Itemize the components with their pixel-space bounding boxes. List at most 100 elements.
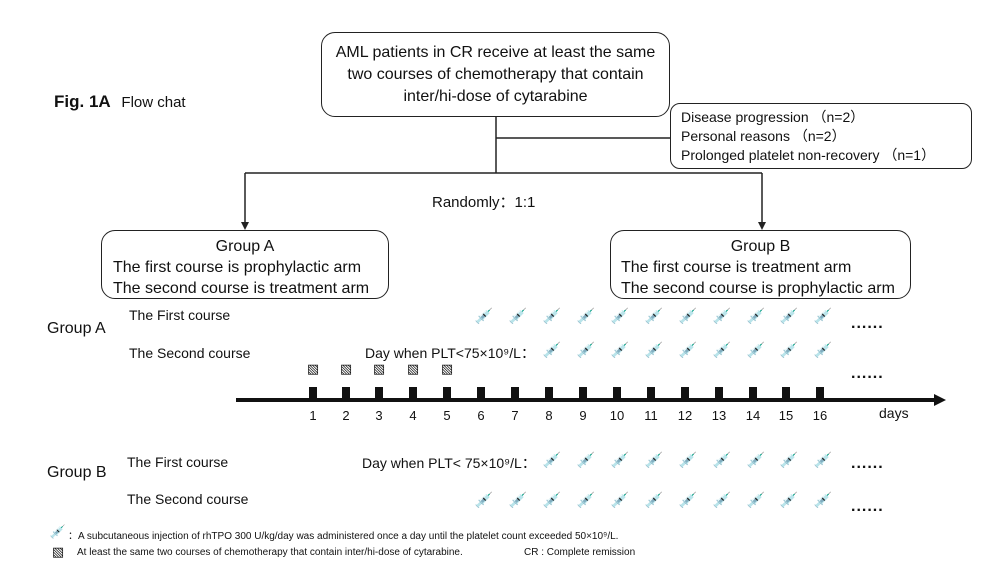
exclusion-box: Disease progression （n=2） Personal reaso…	[670, 103, 972, 169]
day-tick-2	[342, 387, 350, 399]
syringe-icon: 💉	[644, 492, 664, 509]
iv-bag-icon: ▧	[440, 361, 454, 376]
syringe-icon: 💉	[746, 452, 766, 469]
syringe-icon: 💉	[474, 492, 494, 509]
day-number-14: 14	[745, 408, 761, 423]
syringe-icon: 💉	[779, 452, 799, 469]
syringe-icon: 💉	[610, 492, 630, 509]
syringe-icon: 💉	[644, 308, 664, 325]
syringe-icon: 💉	[644, 342, 664, 359]
syringe-icon: 💉	[542, 342, 562, 359]
group-b-line-1: The first course is treatment arm	[621, 259, 852, 276]
day-tick-4	[409, 387, 417, 399]
syringe-icon: 💉	[542, 492, 562, 509]
day-number-10: 10	[609, 408, 625, 423]
syringe-icon: 💉	[712, 452, 732, 469]
day-tick-9	[579, 387, 587, 399]
syringe-icon: 💉	[746, 342, 766, 359]
syringe-icon: 💉	[813, 342, 833, 359]
day-number-13: 13	[711, 408, 727, 423]
day-tick-5	[443, 387, 451, 399]
syringe-icon: 💉	[746, 308, 766, 325]
day-tick-14	[749, 387, 757, 399]
day-number-16: 16	[812, 408, 828, 423]
syringe-icon: 💉	[576, 308, 596, 325]
figure-caption: Flow chat	[121, 94, 186, 111]
group-a-line-2: The second course is treatment arm	[113, 280, 370, 297]
syringe-icon: 💉	[474, 308, 494, 325]
day-tick-10	[613, 387, 621, 399]
day-tick-1	[309, 387, 317, 399]
legend-syringe-text: ：A subcutaneous injection of rhTPO 300 U…	[68, 531, 619, 542]
iv-bag-icon: ▧	[406, 361, 420, 376]
enrollment-line-3: inter/hi-dose of cytarabine	[403, 88, 588, 105]
day-number-11: 11	[644, 408, 658, 423]
day-tick-3	[375, 387, 383, 399]
figure-label: Fig. 1A	[54, 92, 111, 111]
enrollment-line-1: AML patients in CR receive at least the …	[335, 44, 656, 61]
syringe-icon: 💉	[610, 308, 630, 325]
iv-bag-icon: ▧	[306, 361, 320, 376]
enrollment-line-2: two courses of chemotherapy that contain	[347, 66, 644, 83]
iv-bag-icon: ▧	[339, 361, 353, 376]
syringe-icon: 💉	[610, 342, 630, 359]
randomization-label: Randomly：1:1	[432, 194, 536, 211]
iv-bag-icon: ▧	[51, 544, 65, 559]
group-a-box: Group A The first course is prophylactic…	[101, 230, 389, 299]
syringe-icon: 💉	[678, 342, 698, 359]
group-b-second-course-label: The Second course	[127, 491, 249, 507]
syringe-icon: 💉	[576, 452, 596, 469]
day-number-2: 2	[342, 408, 350, 423]
day-number-8: 8	[545, 408, 553, 423]
syringe-icon: 💉	[779, 308, 799, 325]
day-tick-6	[477, 387, 485, 399]
day-number-1: 1	[309, 408, 317, 423]
day-tick-12	[681, 387, 689, 399]
ellipsis-a1: ......	[851, 315, 884, 332]
group-a-plt-condition: Day when PLT<75×10⁹/L：	[365, 345, 535, 361]
syringe-icon: 💉	[813, 492, 833, 509]
day-number-15: 15	[778, 408, 794, 423]
day-tick-8	[545, 387, 553, 399]
day-tick-11	[647, 387, 655, 399]
group-a-title: Group A	[215, 238, 275, 255]
day-tick-7	[511, 387, 519, 399]
syringe-icon: 💉	[813, 452, 833, 469]
iv-bag-icon: ▧	[372, 361, 386, 376]
syringe-icon: 💉	[576, 492, 596, 509]
timeline-group-b-label: Group B	[47, 464, 107, 481]
group-a-second-course-label: The Second course	[129, 345, 251, 361]
day-number-4: 4	[409, 408, 417, 423]
syringe-icon: 💉	[508, 308, 528, 325]
day-number-12: 12	[677, 408, 693, 423]
figure-title: Fig. 1A Flow chat	[54, 92, 186, 112]
enrollment-box: AML patients in CR receive at least the …	[321, 32, 670, 117]
legend-chemo-text: At least the same two courses of chemoth…	[77, 547, 463, 558]
syringe-icon: 💉	[712, 308, 732, 325]
syringe-icon: 💉	[712, 342, 732, 359]
day-number-6: 6	[477, 408, 485, 423]
syringe-icon: 💉	[746, 492, 766, 509]
syringe-icon: 💉	[576, 342, 596, 359]
ellipsis-a2: ......	[851, 365, 884, 382]
syringe-icon: 💉	[779, 342, 799, 359]
exclusion-line-2: Personal reasons （n=2）	[681, 128, 846, 144]
syringe-icon: 💉	[644, 452, 664, 469]
group-b-box: Group B The first course is treatment ar…	[610, 230, 911, 299]
axis-unit-label: days	[879, 405, 909, 421]
exclusion-line-3: Prolonged platelet non-recovery （n=1）	[681, 147, 936, 163]
group-a-line-1: The first course is prophylactic arm	[113, 259, 362, 276]
day-number-9: 9	[579, 408, 587, 423]
day-number-5: 5	[443, 408, 451, 423]
group-b-plt-condition: Day when PLT< 75×10⁹/L：	[362, 455, 536, 471]
syringe-icon: 💉	[779, 492, 799, 509]
ellipsis-b2: ......	[851, 498, 884, 515]
syringe-icon: 💉	[678, 308, 698, 325]
syringe-icon: 💉	[712, 492, 732, 509]
syringe-icon: 💉	[813, 308, 833, 325]
timeline-group-a-label: Group A	[47, 320, 106, 337]
syringe-icon: 💉	[678, 452, 698, 469]
day-number-3: 3	[375, 408, 383, 423]
group-a-first-course-label: The First course	[129, 307, 231, 323]
